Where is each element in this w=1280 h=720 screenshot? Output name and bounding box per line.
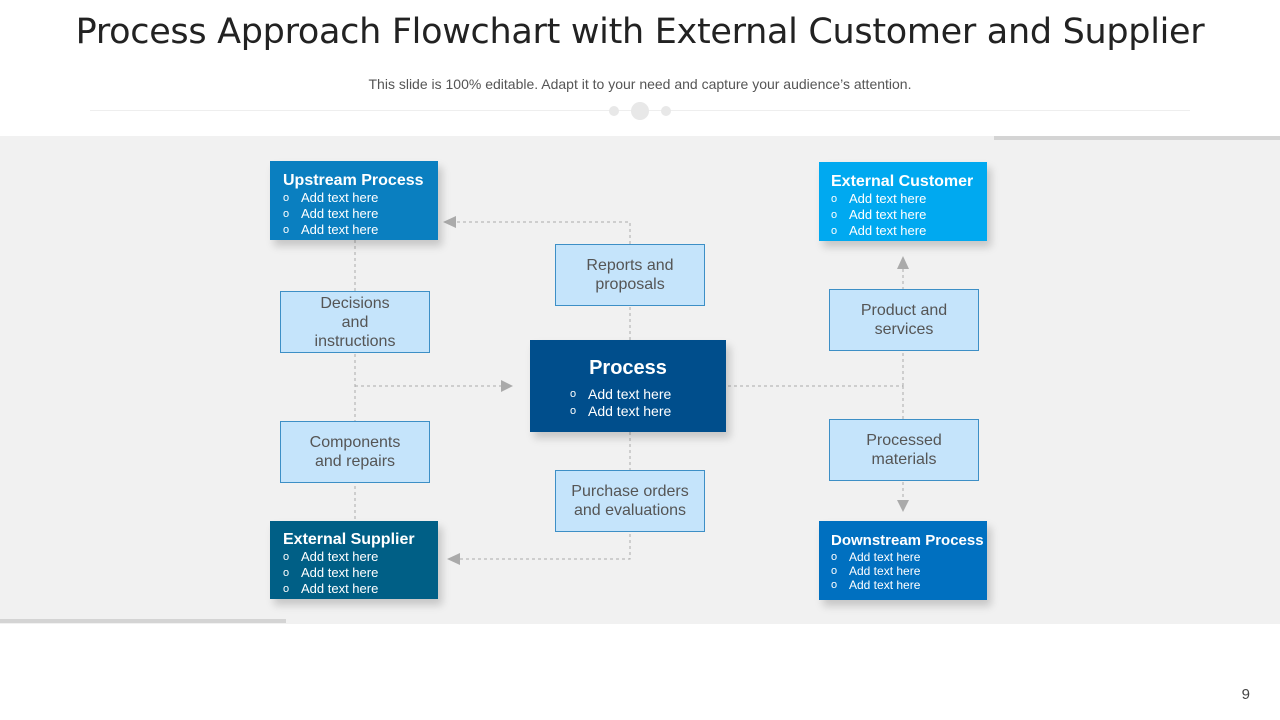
supplier-item: Add text here	[283, 581, 438, 597]
decisions-label: Decisions and instructions	[314, 294, 396, 350]
customer-item: Add text here	[831, 191, 987, 207]
downstream-process-title: Downstream Process	[831, 532, 984, 549]
arrow-to-customer	[897, 256, 909, 269]
upstream-process-box: Upstream Process Add text here Add text …	[270, 161, 438, 240]
page-number: 9	[1241, 686, 1250, 703]
supplier-item: Add text here	[283, 565, 438, 581]
slide-title: Process Approach Flowchart with External…	[75, 12, 1205, 52]
accent-bar-bottom-left	[0, 619, 286, 623]
process-item: Add text here	[570, 403, 726, 420]
process-title: Process	[589, 357, 667, 379]
divider-dot-center	[631, 102, 649, 120]
top-feedback-connector	[456, 221, 631, 340]
upstream-item: Add text here	[283, 222, 438, 238]
product-label: Product and services	[860, 302, 948, 338]
reports-label: Reports and proposals	[586, 257, 674, 293]
process-box: Process Add text here Add text here	[530, 340, 726, 432]
downstream-item: Add text here	[831, 564, 987, 578]
downstream-item: Add text here	[831, 550, 987, 564]
upstream-process-title: Upstream Process	[283, 172, 424, 189]
customer-item: Add text here	[831, 223, 987, 239]
divider-dot-right	[661, 106, 671, 116]
external-supplier-title: External Supplier	[283, 531, 415, 548]
processed-box: Processed materials	[829, 419, 979, 481]
process-item: Add text here	[570, 386, 726, 403]
decisions-box: Decisions and instructions	[280, 291, 430, 353]
processed-label: Processed materials	[866, 432, 942, 468]
downstream-process-box: Downstream Process Add text here Add tex…	[819, 521, 987, 600]
accent-bar-top-right	[994, 136, 1280, 140]
external-customer-title: External Customer	[831, 173, 974, 190]
purchase-label: Purchase orders and evaluations	[571, 483, 689, 519]
divider-dot-left	[609, 106, 619, 116]
supplier-item: Add text here	[283, 549, 438, 565]
external-customer-box: External Customer Add text here Add text…	[819, 162, 987, 241]
downstream-item: Add text here	[831, 578, 987, 592]
external-supplier-box: External Supplier Add text here Add text…	[270, 521, 438, 599]
arrow-to-downstream	[897, 500, 909, 512]
slide-subtitle: This slide is 100% editable. Adapt it to…	[368, 76, 912, 92]
components-box: Components and repairs	[280, 421, 430, 483]
components-label: Components and repairs	[309, 434, 401, 470]
upstream-item: Add text here	[283, 206, 438, 222]
upstream-item: Add text here	[283, 190, 438, 206]
customer-item: Add text here	[831, 207, 987, 223]
arrow-to-supplier	[447, 553, 460, 565]
arrow-to-process	[501, 380, 513, 392]
purchase-box: Purchase orders and evaluations	[555, 470, 705, 532]
arrow-to-upstream	[443, 216, 456, 228]
reports-box: Reports and proposals	[555, 244, 705, 306]
product-box: Product and services	[829, 289, 979, 351]
